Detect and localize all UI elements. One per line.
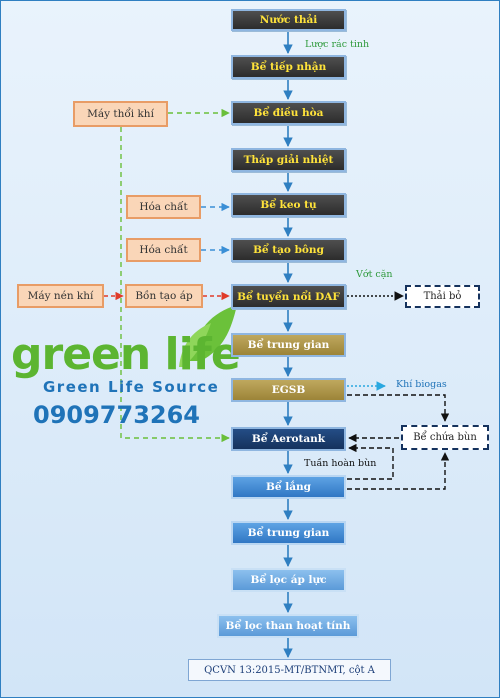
label-tuan-hoan-bun: Tuần hoàn bùn bbox=[304, 458, 377, 469]
logo-tagline: Green Life Source bbox=[43, 378, 220, 396]
logo-brand: green life bbox=[11, 329, 241, 380]
box-may-nen-khi: Máy nén khí bbox=[17, 284, 104, 308]
box-thai-bo: Thải bỏ bbox=[405, 285, 480, 308]
box-be-tuyen-noi-daf: Bể tuyển nổi DAF bbox=[231, 284, 346, 309]
box-be-trung-gian-1: Bể trung gian bbox=[231, 333, 346, 357]
label-khi-biogas: Khí biogas bbox=[396, 379, 447, 390]
box-be-trung-gian-2: Bể trung gian bbox=[231, 521, 346, 545]
box-egsb: EGSB bbox=[231, 378, 346, 402]
box-thap-giai-nhiet: Tháp giải nhiệt bbox=[231, 148, 346, 172]
leaf-icon bbox=[179, 305, 237, 367]
box-be-tiep-nhan: Bể tiếp nhận bbox=[231, 55, 346, 79]
box-nuoc-thai: Nước thải bbox=[231, 9, 346, 31]
label-vot-can: Vớt cặn bbox=[356, 269, 393, 280]
box-be-loc-ap-luc: Bể lọc áp lực bbox=[231, 568, 346, 592]
box-be-tao-bong: Bể tạo bông bbox=[231, 238, 346, 262]
box-hoa-chat-2: Hóa chất bbox=[126, 238, 201, 262]
chemical-lines bbox=[201, 202, 230, 255]
sludge-lines bbox=[347, 394, 450, 490]
box-hoa-chat-1: Hóa chất bbox=[126, 195, 201, 219]
green-life-logo: green life Green Life Source 0909773264 bbox=[11, 301, 241, 441]
box-be-keo-tu: Bể keo tụ bbox=[231, 193, 346, 217]
box-be-loc-than: Bể lọc than hoạt tính bbox=[217, 614, 359, 638]
box-be-dieu-hoa: Bể điều hòa bbox=[231, 101, 346, 125]
box-may-thoi-khi: Máy thổi khí bbox=[73, 101, 168, 127]
box-be-lang: Bể lắng bbox=[231, 475, 346, 499]
box-be-chua-bun: Bể chứa bùn bbox=[401, 425, 489, 450]
box-be-aerotank: Bể Aerotank bbox=[231, 427, 346, 451]
air-lines bbox=[120, 108, 230, 443]
logo-phone: 0909773264 bbox=[33, 401, 200, 429]
box-bon-tao-ap: Bồn tạo áp bbox=[125, 284, 203, 308]
box-output-standard: QCVN 13:2015-MT/BTNMT, cột A bbox=[188, 659, 391, 681]
label-luoc-rac-tinh: Lược rác tinh bbox=[305, 39, 370, 50]
